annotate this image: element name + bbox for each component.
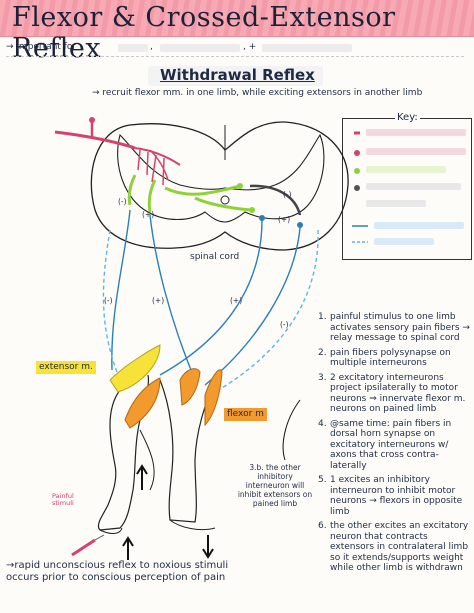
key-entry-6	[374, 222, 464, 229]
page-title: Flexor & Crossed-Extensor Reflex	[12, 2, 396, 64]
key-entry-5	[366, 200, 426, 207]
curved-arrow-icon	[282, 399, 301, 461]
extensor-muscle-left	[109, 344, 161, 393]
step-3b-note: 3.b. the other inhibitory interneuron wi…	[237, 463, 313, 508]
step-item: 2. pain fibers polysynapse on multiple i…	[318, 347, 451, 369]
step-item: 3. 2 excitatory interneurons project ips…	[318, 372, 466, 415]
up-arrow-icon	[136, 464, 148, 490]
motor-neuron-4	[204, 227, 301, 386]
redacted-term-1	[118, 44, 148, 52]
painful-stimuli-label: Painful stimuli	[52, 492, 74, 507]
arrow-icon: →	[6, 42, 14, 52]
key-entry-2	[366, 148, 466, 155]
key-entry-4	[366, 183, 461, 190]
key-entry-3	[366, 166, 446, 173]
key-entry-1	[366, 129, 466, 136]
needle-icon	[71, 538, 96, 557]
redacted-term-3	[262, 44, 352, 52]
sign-minus-4: (-)	[280, 320, 289, 329]
step-item: 5. 1 excites an inhibitory interneuron t…	[318, 475, 463, 517]
step-item: 1. painful stimulus to one limb activate…	[318, 312, 470, 343]
flexor-muscle-right	[179, 368, 201, 406]
motor-neuron-3	[159, 219, 263, 376]
dashed-pathway-2	[209, 229, 319, 396]
step-item: 4. @same time: pain fibers in dorsal hor…	[318, 418, 452, 471]
extensor-label: extensor m.	[36, 361, 96, 374]
important-for-label: → important for	[6, 42, 77, 52]
inhibitory-interneuron	[249, 184, 302, 216]
subtitle: Withdrawal Reflex	[160, 66, 315, 84]
redacted-term-2	[160, 44, 240, 52]
separator-1: ,	[150, 42, 153, 52]
interneuron-2	[147, 179, 157, 213]
subtitle-highlight	[148, 66, 323, 86]
footer-note: →rapid unconscious reflex to noxious sti…	[6, 560, 229, 583]
subtitle-note: → recruit flexor mm. in one limb, while …	[92, 88, 423, 98]
down-arrow-icon	[202, 535, 214, 559]
sign-plus-3: (+)	[152, 296, 165, 305]
flexor-muscle-right-2	[204, 369, 223, 427]
spinal-cord-label: spinal cord	[190, 252, 240, 262]
sign-plus-2: (+)	[278, 215, 291, 224]
sign-minus-3: (-)	[104, 296, 113, 305]
motor-neuron-1	[111, 209, 131, 371]
grey-matter-outline	[117, 133, 325, 223]
flexor-label: flexor m	[224, 408, 267, 421]
dashed-pathway-1	[102, 229, 121, 381]
right-leg-outline	[159, 379, 216, 523]
arrow-icon: →	[6, 560, 15, 571]
title-band	[0, 0, 474, 37]
separator-2: , +	[243, 42, 257, 52]
spinal-cord-outline	[90, 121, 349, 251]
up-arrow-icon-2	[122, 536, 134, 560]
sign-plus-4: (+)	[230, 296, 243, 305]
step-item: 6. the other excites an excitatory neuro…	[318, 521, 469, 573]
sign-minus-1: (-)	[118, 197, 127, 206]
sign-plus-1: (+)	[142, 210, 155, 219]
divider	[6, 56, 464, 57]
key-entry-7	[374, 238, 434, 245]
interneuron-1	[127, 174, 137, 206]
steps-list: 1. painful stimulus to one limb activate…	[318, 312, 470, 578]
sensory-fiber	[54, 130, 136, 150]
flexor-muscle-left	[124, 377, 161, 429]
crossing-interneuron	[164, 184, 241, 196]
key-title: Key:	[395, 112, 420, 123]
sign-minus-2: (-)	[283, 190, 292, 199]
central-canal	[220, 195, 230, 205]
